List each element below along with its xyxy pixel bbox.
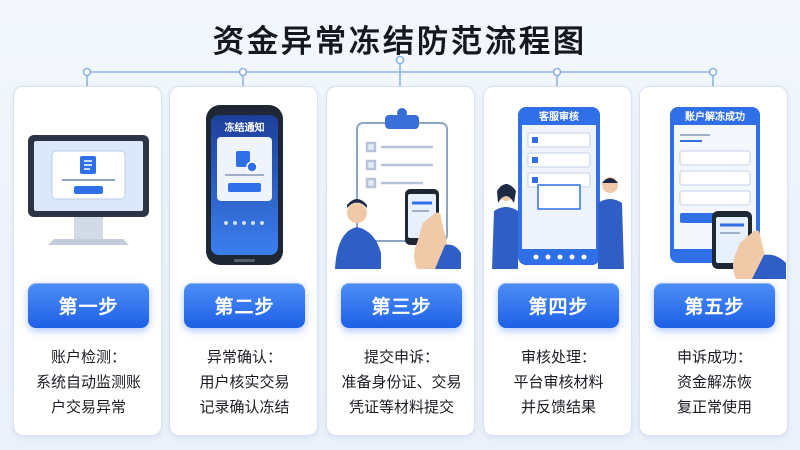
step-card-2: 冻结通知 第二步 异常确认： 用户核实交易 记录确认冻结 (169, 86, 318, 436)
step-card-4: 客服审核 第四步 审核处理： 平台审核材料 并反馈结果 (483, 86, 632, 436)
screen-title: 冻结通知 (225, 121, 265, 134)
step-2-description: 异常确认： 用户核实交易 记录确认冻结 (199, 348, 290, 416)
clipboard-submit-icon (335, 108, 461, 269)
unlock-success-icon: 账户解冻成功 (670, 107, 786, 279)
step-1-button[interactable]: 第一步 (28, 283, 149, 328)
review-screen-icon: 客服审核 (492, 107, 624, 269)
monitor-alert-icon (28, 135, 149, 245)
screen-title: 客服审核 (538, 110, 579, 123)
step-card-5: 账户解冻成功 第五步 申诉成功： 资金解冻恢 复正常使用 (639, 86, 788, 436)
step-2-button[interactable]: 第二步 (184, 283, 305, 328)
step-4-button[interactable]: 第四步 (498, 283, 619, 328)
step-3-description: 提交申诉： 准备身份证、交易 凭证等材料提交 (341, 348, 462, 416)
step-card-3: 第三步 提交申诉： 准备身份证、交易 凭证等材料提交 (326, 86, 475, 436)
step-5-description: 申诉成功： 资金解冻恢 复正常使用 (676, 348, 752, 416)
step-5-button[interactable]: 第五步 (654, 283, 775, 328)
screen-title: 账户解冻成功 (685, 110, 745, 123)
connector-lines (82, 55, 718, 88)
step-card-1: 第一步 账户检测： 系统自动监测账 户交易异常 (13, 86, 162, 436)
step-1-description: 账户检测： 系统自动监测账 户交易异常 (35, 348, 141, 416)
page-title: 资金异常冻结防范流程图 (213, 24, 587, 60)
step-3-button[interactable]: 第三步 (341, 283, 462, 328)
step-4-description: 审核处理： 平台审核材料 并反馈结果 (513, 348, 604, 416)
phone-freeze-icon: 冻结通知 (206, 105, 283, 265)
